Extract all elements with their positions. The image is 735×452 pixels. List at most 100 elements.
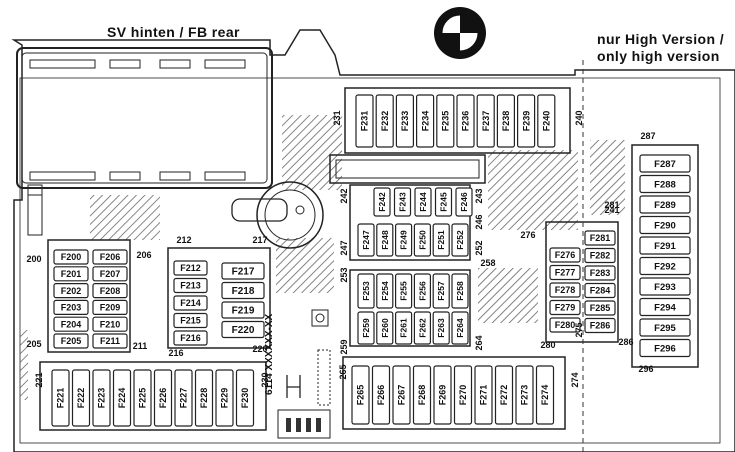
fuse-f221: F221 xyxy=(51,369,70,427)
bmw-roundel-icon xyxy=(434,7,486,59)
fuse-f277: F277 xyxy=(549,264,581,281)
fuse-label: F218 xyxy=(232,286,255,297)
fuse-label: F271 xyxy=(479,385,489,406)
fuse-f237: F237 xyxy=(476,94,495,148)
fuse-label: F274 xyxy=(540,385,550,406)
fuse-label: F212 xyxy=(180,263,201,273)
fuse-label: F232 xyxy=(380,111,390,132)
fuse-f246: F246 xyxy=(455,187,473,217)
group-label: 265 xyxy=(338,364,348,379)
fuse-label: F244 xyxy=(418,192,428,212)
group-label: 242 xyxy=(339,188,349,203)
fuse-f239: F239 xyxy=(516,94,536,148)
fuse-f255: F255 xyxy=(395,273,413,309)
fuse-label: F243 xyxy=(398,192,408,212)
fuse-f213: F213 xyxy=(173,277,208,294)
fuse-f287: F287 xyxy=(639,154,691,173)
fuse-label: F283 xyxy=(590,268,611,278)
fuse-f235: F235 xyxy=(436,94,455,148)
fuse-f230: F230 xyxy=(235,369,255,427)
fuse-label: F229 xyxy=(220,388,230,409)
rear-distribution-title: SV hinten / FB rear xyxy=(107,24,240,40)
group-label: 220 xyxy=(252,344,267,354)
fuse-f226: F226 xyxy=(153,369,173,427)
fuse-label: F265 xyxy=(356,385,366,406)
fuse-f208: F208 xyxy=(92,283,128,299)
group-label: 252 xyxy=(474,240,484,255)
fuse-f286: F286 xyxy=(584,317,616,334)
fuse-label: F280 xyxy=(555,320,576,330)
fuse-label: F281 xyxy=(590,233,611,243)
fuse-label: F250 xyxy=(417,230,427,250)
fuse-label: F234 xyxy=(420,111,430,132)
fuse-label: F257 xyxy=(436,281,446,301)
fuse-label: F239 xyxy=(521,111,531,132)
fuse-f247: F247 xyxy=(357,223,375,257)
fuse-f273: F273 xyxy=(515,365,534,425)
fuse-label: F210 xyxy=(100,319,121,329)
fuse-label: F294 xyxy=(654,302,676,313)
fuse-label: F284 xyxy=(590,286,611,296)
fuse-label: F269 xyxy=(438,385,448,406)
group-label: 200 xyxy=(26,254,41,264)
fuse-f204: F204 xyxy=(53,316,89,332)
group-label: 216 xyxy=(168,348,183,358)
fuse-label: F233 xyxy=(400,111,410,132)
fuse-f207: F207 xyxy=(92,266,128,282)
fuse-f253: F253 xyxy=(357,273,375,309)
fuse-f262: F262 xyxy=(413,311,431,345)
fuse-f293: F293 xyxy=(639,277,691,296)
group-label: 246 xyxy=(474,214,484,229)
fuse-label: F237 xyxy=(481,111,491,132)
fuse-label: F286 xyxy=(590,321,611,331)
fuse-label: F287 xyxy=(654,159,676,170)
group-label: 212 xyxy=(176,235,191,245)
fuse-label: F262 xyxy=(417,318,427,338)
fuse-label: F240 xyxy=(542,111,552,132)
group-label: 280 xyxy=(540,340,555,350)
fuse-label: F266 xyxy=(376,385,386,406)
fuse-f205: F205 xyxy=(53,333,89,349)
fuse-label: F282 xyxy=(590,251,611,261)
fuse-f256: F256 xyxy=(413,273,431,309)
fuse-f248: F248 xyxy=(376,223,394,257)
fuse-f232: F232 xyxy=(375,94,394,148)
fuse-f244: F244 xyxy=(414,187,432,217)
fuse-f216: F216 xyxy=(173,330,208,346)
fuse-label: F248 xyxy=(380,230,390,250)
fuse-f203: F203 xyxy=(53,299,89,315)
fuse-f236: F236 xyxy=(456,94,475,148)
fuse-f242: F242 xyxy=(373,187,391,217)
group-label: 211 xyxy=(133,341,148,351)
fuse-f217: F217 xyxy=(221,262,265,280)
group-label: 264 xyxy=(474,335,484,350)
fuse-f222: F222 xyxy=(71,369,91,427)
group-label: 253 xyxy=(339,267,349,282)
fuse-label: F242 xyxy=(377,192,387,212)
fuse-label: F216 xyxy=(180,333,201,343)
fuse-f270: F270 xyxy=(453,365,473,425)
fuse-f294: F294 xyxy=(639,297,691,317)
fuse-f263: F263 xyxy=(432,311,450,345)
group-label: 258 xyxy=(480,258,495,268)
fuse-f240: F240 xyxy=(537,94,556,148)
misc-layer: 6114 XXXXXX-XX xyxy=(264,314,275,395)
fuse-f245: F245 xyxy=(434,187,453,217)
group-label: 281 xyxy=(604,200,619,210)
fuse-label: F203 xyxy=(61,303,82,313)
fuse-label: F222 xyxy=(76,388,86,409)
fuse-f211: F211 xyxy=(92,333,128,349)
fuse-label: F253 xyxy=(361,281,371,301)
fuse-f259: F259 xyxy=(357,311,375,345)
fuse-f202: F202 xyxy=(53,283,89,299)
fuse-f269: F269 xyxy=(433,365,452,425)
fuse-f227: F227 xyxy=(174,369,193,427)
fuse-f206: F206 xyxy=(92,249,128,265)
fuse-f212: F212 xyxy=(173,260,208,276)
fuse-label: F259 xyxy=(361,318,371,338)
fuse-label: F261 xyxy=(399,318,409,338)
fuse-label: F223 xyxy=(97,388,107,409)
